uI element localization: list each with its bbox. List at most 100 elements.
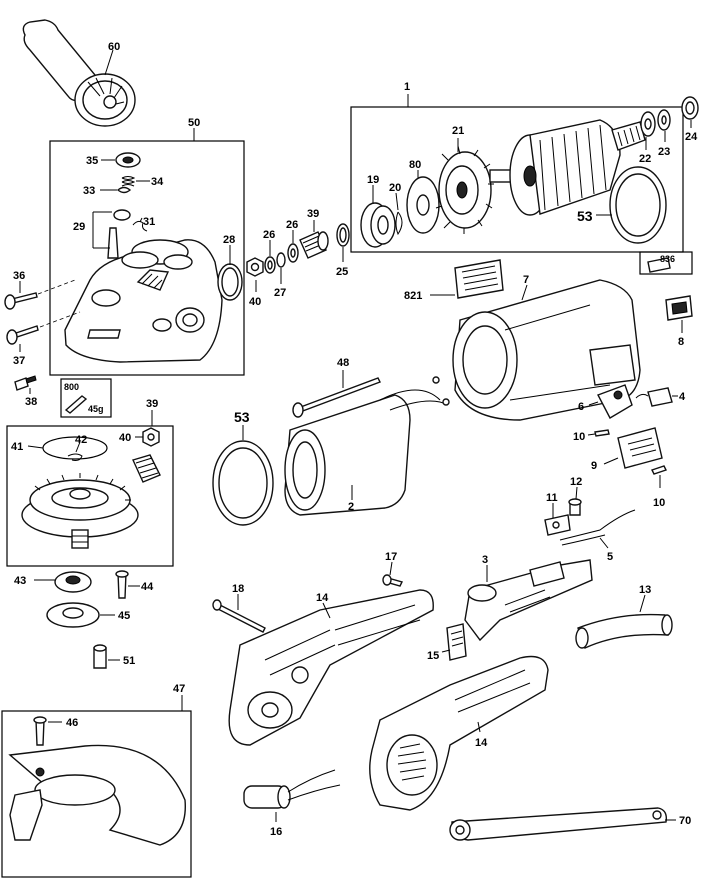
armature-frame <box>350 106 684 253</box>
callout-37: 37 <box>13 355 25 367</box>
screw-10b <box>651 465 667 475</box>
callout-34: 34 <box>151 176 164 188</box>
callout-16: 16 <box>270 826 282 838</box>
spindle-frame <box>6 425 174 567</box>
label-box-800 <box>60 378 112 418</box>
spring-34 <box>121 176 136 187</box>
ring-25 <box>336 223 350 247</box>
callout-39a: 39 <box>307 208 319 220</box>
callout-26a: 26 <box>263 229 275 241</box>
screw-48 <box>292 377 381 418</box>
callout-14b: 14 <box>475 737 488 749</box>
bearing-19 <box>360 202 396 248</box>
callout-10a: 10 <box>573 431 585 443</box>
hose-13 <box>575 613 673 649</box>
callout-24: 24 <box>685 131 698 143</box>
callout-12: 12 <box>570 476 582 488</box>
gear-39 <box>132 454 161 483</box>
screw-18 <box>212 599 266 633</box>
handle-half-14b <box>369 655 549 811</box>
callout-5: 5 <box>607 551 613 563</box>
callout-50: 50 <box>188 117 200 129</box>
armature <box>489 119 646 216</box>
screw-37 <box>6 311 81 345</box>
callout-23: 23 <box>658 146 670 158</box>
washer-26a <box>264 256 276 274</box>
callout-31: 31 <box>143 216 155 228</box>
callout-22: 22 <box>639 153 651 165</box>
callout-836: 836 <box>660 254 675 264</box>
plate-80 <box>406 176 440 234</box>
screw-46 <box>33 716 47 746</box>
callout-27: 27 <box>274 287 286 299</box>
stator-2 <box>284 376 450 516</box>
screw-17 <box>382 574 404 587</box>
spring-31 <box>132 220 148 232</box>
label-15 <box>446 623 467 661</box>
callout-51: 51 <box>123 655 135 667</box>
callout-46: 46 <box>66 717 78 729</box>
callout-13: 13 <box>639 584 651 596</box>
screw-38 <box>14 375 37 391</box>
callout-18: 18 <box>232 583 244 595</box>
screw-44 <box>115 570 129 599</box>
callout-15: 15 <box>427 650 439 662</box>
spindle-gear <box>21 473 139 549</box>
bearing-35 <box>115 152 141 168</box>
label-45g: 45g <box>88 404 104 414</box>
washer-27 <box>276 252 286 268</box>
pin-51 <box>93 644 107 669</box>
callout-45: 45 <box>118 610 130 622</box>
pinion-39 <box>299 231 329 259</box>
baffle-53a <box>609 166 667 244</box>
callout-40a: 40 <box>249 296 261 308</box>
motor-housing-7 <box>452 279 641 421</box>
callout-2: 2 <box>348 501 354 513</box>
guard-frame <box>1 710 192 878</box>
callout-38: 38 <box>25 396 37 408</box>
callout-48: 48 <box>337 357 349 369</box>
fan-21 <box>435 145 494 234</box>
callout-39b: 39 <box>146 398 158 410</box>
callout-14a: 14 <box>316 592 329 604</box>
brush-836 <box>639 251 693 275</box>
handle-half-14a <box>228 589 434 746</box>
brush-holder-6 <box>597 384 633 419</box>
screw-10a <box>594 429 610 437</box>
callout-20: 20 <box>389 182 401 194</box>
callout-44: 44 <box>141 581 154 593</box>
callout-53a: 53 <box>577 208 593 224</box>
callout-21: 21 <box>452 125 464 137</box>
callout-10b: 10 <box>653 497 665 509</box>
callout-33: 33 <box>83 185 95 197</box>
nut-40b <box>142 427 160 447</box>
callout-53b: 53 <box>234 409 250 425</box>
callout-70: 70 <box>679 815 691 827</box>
clip-20 <box>395 211 403 236</box>
screw-12 <box>568 498 582 516</box>
callout-26b: 26 <box>286 219 298 231</box>
callout-800: 800 <box>64 382 79 392</box>
clip-33 <box>116 186 132 194</box>
callout-41: 41 <box>11 441 23 453</box>
callout-8: 8 <box>678 336 684 348</box>
bearing-23 <box>657 109 671 131</box>
baffle-53b <box>212 440 274 526</box>
callout-3: 3 <box>482 554 488 566</box>
flange-43 <box>54 571 92 593</box>
label-821 <box>454 259 504 299</box>
nut-45 <box>46 602 100 628</box>
callout-29: 29 <box>73 221 85 233</box>
screw-36 <box>4 279 76 310</box>
callout-36: 36 <box>13 270 25 282</box>
callout-42: 42 <box>75 434 87 446</box>
callout-4: 4 <box>679 391 686 403</box>
spanner-70 <box>449 807 668 841</box>
callout-43: 43 <box>14 575 26 587</box>
bearing-22 <box>640 111 656 137</box>
capacitor-16 <box>243 769 341 809</box>
cover-9 <box>617 427 663 469</box>
callout-11: 11 <box>546 492 558 504</box>
brush-4 <box>635 387 673 407</box>
